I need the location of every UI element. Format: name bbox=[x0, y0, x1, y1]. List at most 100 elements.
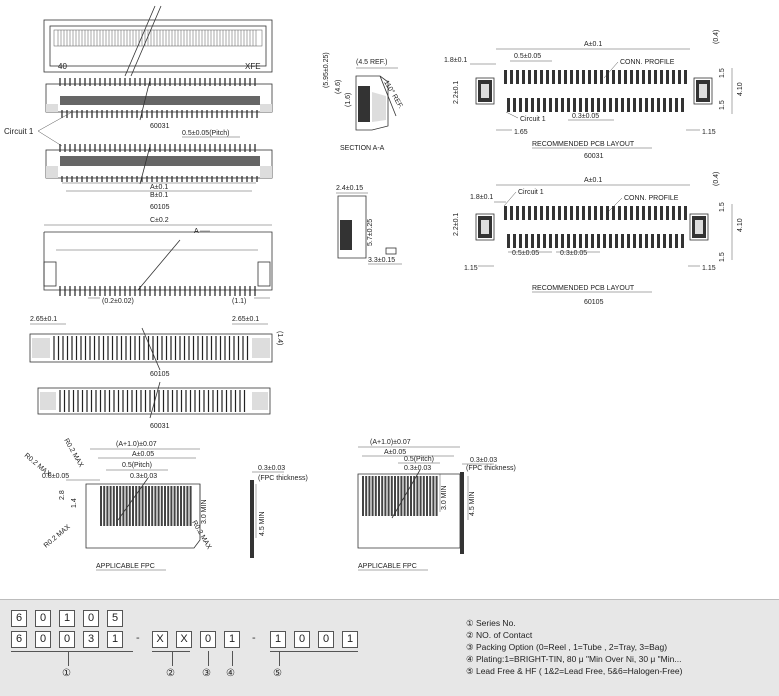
pcb-pad bbox=[558, 70, 561, 84]
pcb-pad bbox=[666, 206, 669, 220]
code-marker-1: ① bbox=[62, 668, 71, 679]
legend-item: ① Series No. bbox=[466, 618, 516, 628]
pcb-pad bbox=[648, 206, 651, 220]
dim-2-65-left: 2.65±0.1 bbox=[30, 316, 57, 323]
pcb-pad bbox=[507, 234, 510, 248]
legend-item: ⑤ Lead Free & HF ( 1&2=Lead Free, 5&6=Ha… bbox=[466, 666, 683, 676]
pcb-pad bbox=[636, 70, 639, 84]
pcb-pad bbox=[555, 98, 558, 112]
pcb1-dim-05: 0.5±0.05 bbox=[514, 53, 541, 60]
fpc-finger bbox=[154, 486, 157, 526]
pcb2-dim-05: 0.5±0.05 bbox=[512, 250, 539, 257]
fpc-finger bbox=[419, 476, 422, 516]
pcb2-dim-04: (0.4) bbox=[713, 172, 720, 186]
pcb-pad bbox=[654, 70, 657, 84]
pcb-pad bbox=[561, 234, 564, 248]
pcb2-dim-410: 4.10 bbox=[737, 218, 744, 232]
section-dim-16: (1.6) bbox=[345, 93, 352, 107]
fpc-finger bbox=[119, 486, 122, 526]
pcb-pad bbox=[570, 206, 573, 220]
side-dim-24: 2.4±0.15 bbox=[336, 185, 363, 192]
pcb-pad bbox=[525, 234, 528, 248]
dim-0-2-label: (0.2±0.02) bbox=[102, 298, 134, 305]
fpc-finger bbox=[106, 486, 109, 526]
pcb2-dim-15-top: 1.5 bbox=[719, 202, 726, 212]
fpc-finger bbox=[413, 476, 416, 516]
fpc2-dim-a107: (A+1.0)±0.07 bbox=[370, 439, 411, 446]
part-60031-label: 60031 bbox=[150, 123, 170, 130]
pcb-pad bbox=[669, 234, 672, 248]
fpc-finger bbox=[422, 476, 425, 516]
pcb-pad bbox=[681, 234, 684, 248]
fpc-thickness-left: 0.3±0.03 (FPC thickness) 4.5 MIN bbox=[250, 465, 308, 558]
code-row2-digit: 0 bbox=[318, 631, 334, 648]
connector-60031-view: 60031 bbox=[45, 78, 273, 130]
pcb-pad bbox=[549, 234, 552, 248]
pcb-pad bbox=[594, 206, 597, 220]
dim-1-4: (1.4) bbox=[276, 331, 283, 345]
pcb-pad bbox=[597, 234, 600, 248]
pcb-pad bbox=[522, 206, 525, 220]
fpc-finger bbox=[426, 476, 428, 516]
pcb2-dim-22: 2.2±0.1 bbox=[453, 213, 460, 236]
fpc-finger bbox=[387, 476, 390, 516]
fpc-finger bbox=[141, 486, 144, 526]
pcb2-dim-18: 1.8±0.1 bbox=[470, 194, 493, 201]
pcb-pad bbox=[552, 70, 555, 84]
fpc2-dim-03: 0.3±0.03 bbox=[404, 465, 431, 472]
dim-b-label: B±0.1 bbox=[150, 192, 168, 199]
fpc-finger bbox=[374, 476, 377, 516]
fpc-finger bbox=[180, 486, 182, 526]
pcb-layout-60031: A±0.1 1.8±0.1 0.5±0.05 CONN. PROFILE (0.… bbox=[444, 30, 744, 160]
pcb1-circuit-1: Circuit 1 bbox=[520, 116, 546, 123]
fpc-finger bbox=[112, 486, 115, 526]
part-60031-label-2: 60031 bbox=[150, 423, 170, 430]
side-dim-view: 2.4±0.15 5.7±0.25 3.3±0.15 bbox=[336, 185, 402, 265]
fpc1-dim-03: 0.3±0.03 bbox=[130, 473, 157, 480]
pcb-pad bbox=[684, 70, 687, 84]
fpc-finger bbox=[365, 476, 368, 516]
fpc-thickness-right: 0.3±0.03 (FPC thickness) 4.5 MIN bbox=[460, 457, 516, 554]
pcb-pad bbox=[642, 206, 645, 220]
pcb-pad bbox=[519, 234, 522, 248]
pcb-pad bbox=[624, 70, 627, 84]
code-row2-digit: 0 bbox=[59, 631, 75, 648]
pcb-pad bbox=[543, 234, 546, 248]
legend-item: ② NO. of Contact bbox=[466, 630, 533, 640]
pcb-pad bbox=[627, 98, 630, 112]
fpc-finger bbox=[183, 486, 186, 526]
code-row1-digit: 1 bbox=[59, 610, 75, 627]
legend-item: ④ Plating:1=BRIGHT-TIN, 80 μ "Min Over N… bbox=[466, 654, 682, 664]
code-marker-5: ⑤ bbox=[273, 668, 282, 679]
fpc-finger bbox=[410, 476, 412, 516]
fpc-finger bbox=[400, 476, 403, 516]
dim-a-label: A±0.1 bbox=[150, 184, 168, 191]
fpc-left: R0.2 MAX R0.2 MAX (A+1.0)±0.07 A±0.05 0.… bbox=[23, 438, 212, 571]
pcb-pad bbox=[624, 206, 627, 220]
fpc-finger bbox=[122, 486, 125, 526]
fpc2-thick-03: 0.3±0.03 bbox=[470, 457, 497, 464]
technical-drawing: 40 XFE 60031 Circuit 1 0.5±0.05(Pitch) A… bbox=[4, 5, 744, 571]
code-row2-digit: X bbox=[152, 631, 168, 648]
pcb-pad bbox=[618, 70, 621, 84]
code-row2-digit: 6 bbox=[11, 631, 27, 648]
code-row2-digit: 1 bbox=[270, 631, 286, 648]
fpc1-dim-14: 1.4 bbox=[71, 498, 78, 508]
fpc-finger bbox=[362, 476, 364, 516]
code-row2-digit: 1 bbox=[342, 631, 358, 648]
fpc-finger bbox=[384, 476, 387, 516]
pcb-pad bbox=[606, 206, 609, 220]
pcb-pad bbox=[594, 70, 597, 84]
pcb-pad bbox=[675, 98, 678, 112]
pcb-pad bbox=[543, 98, 546, 112]
pcb-pad bbox=[597, 98, 600, 112]
fpc1-r02-bot: R0.2 MAX bbox=[43, 523, 72, 549]
fpc-finger bbox=[116, 486, 118, 526]
pcb-pad bbox=[630, 206, 633, 220]
pcb-pad bbox=[633, 98, 636, 112]
pcb-pad bbox=[585, 98, 588, 112]
pcb-pad bbox=[660, 70, 663, 84]
pcb-pad bbox=[561, 98, 564, 112]
pcb-pad bbox=[600, 70, 603, 84]
fpc-finger bbox=[189, 486, 192, 526]
